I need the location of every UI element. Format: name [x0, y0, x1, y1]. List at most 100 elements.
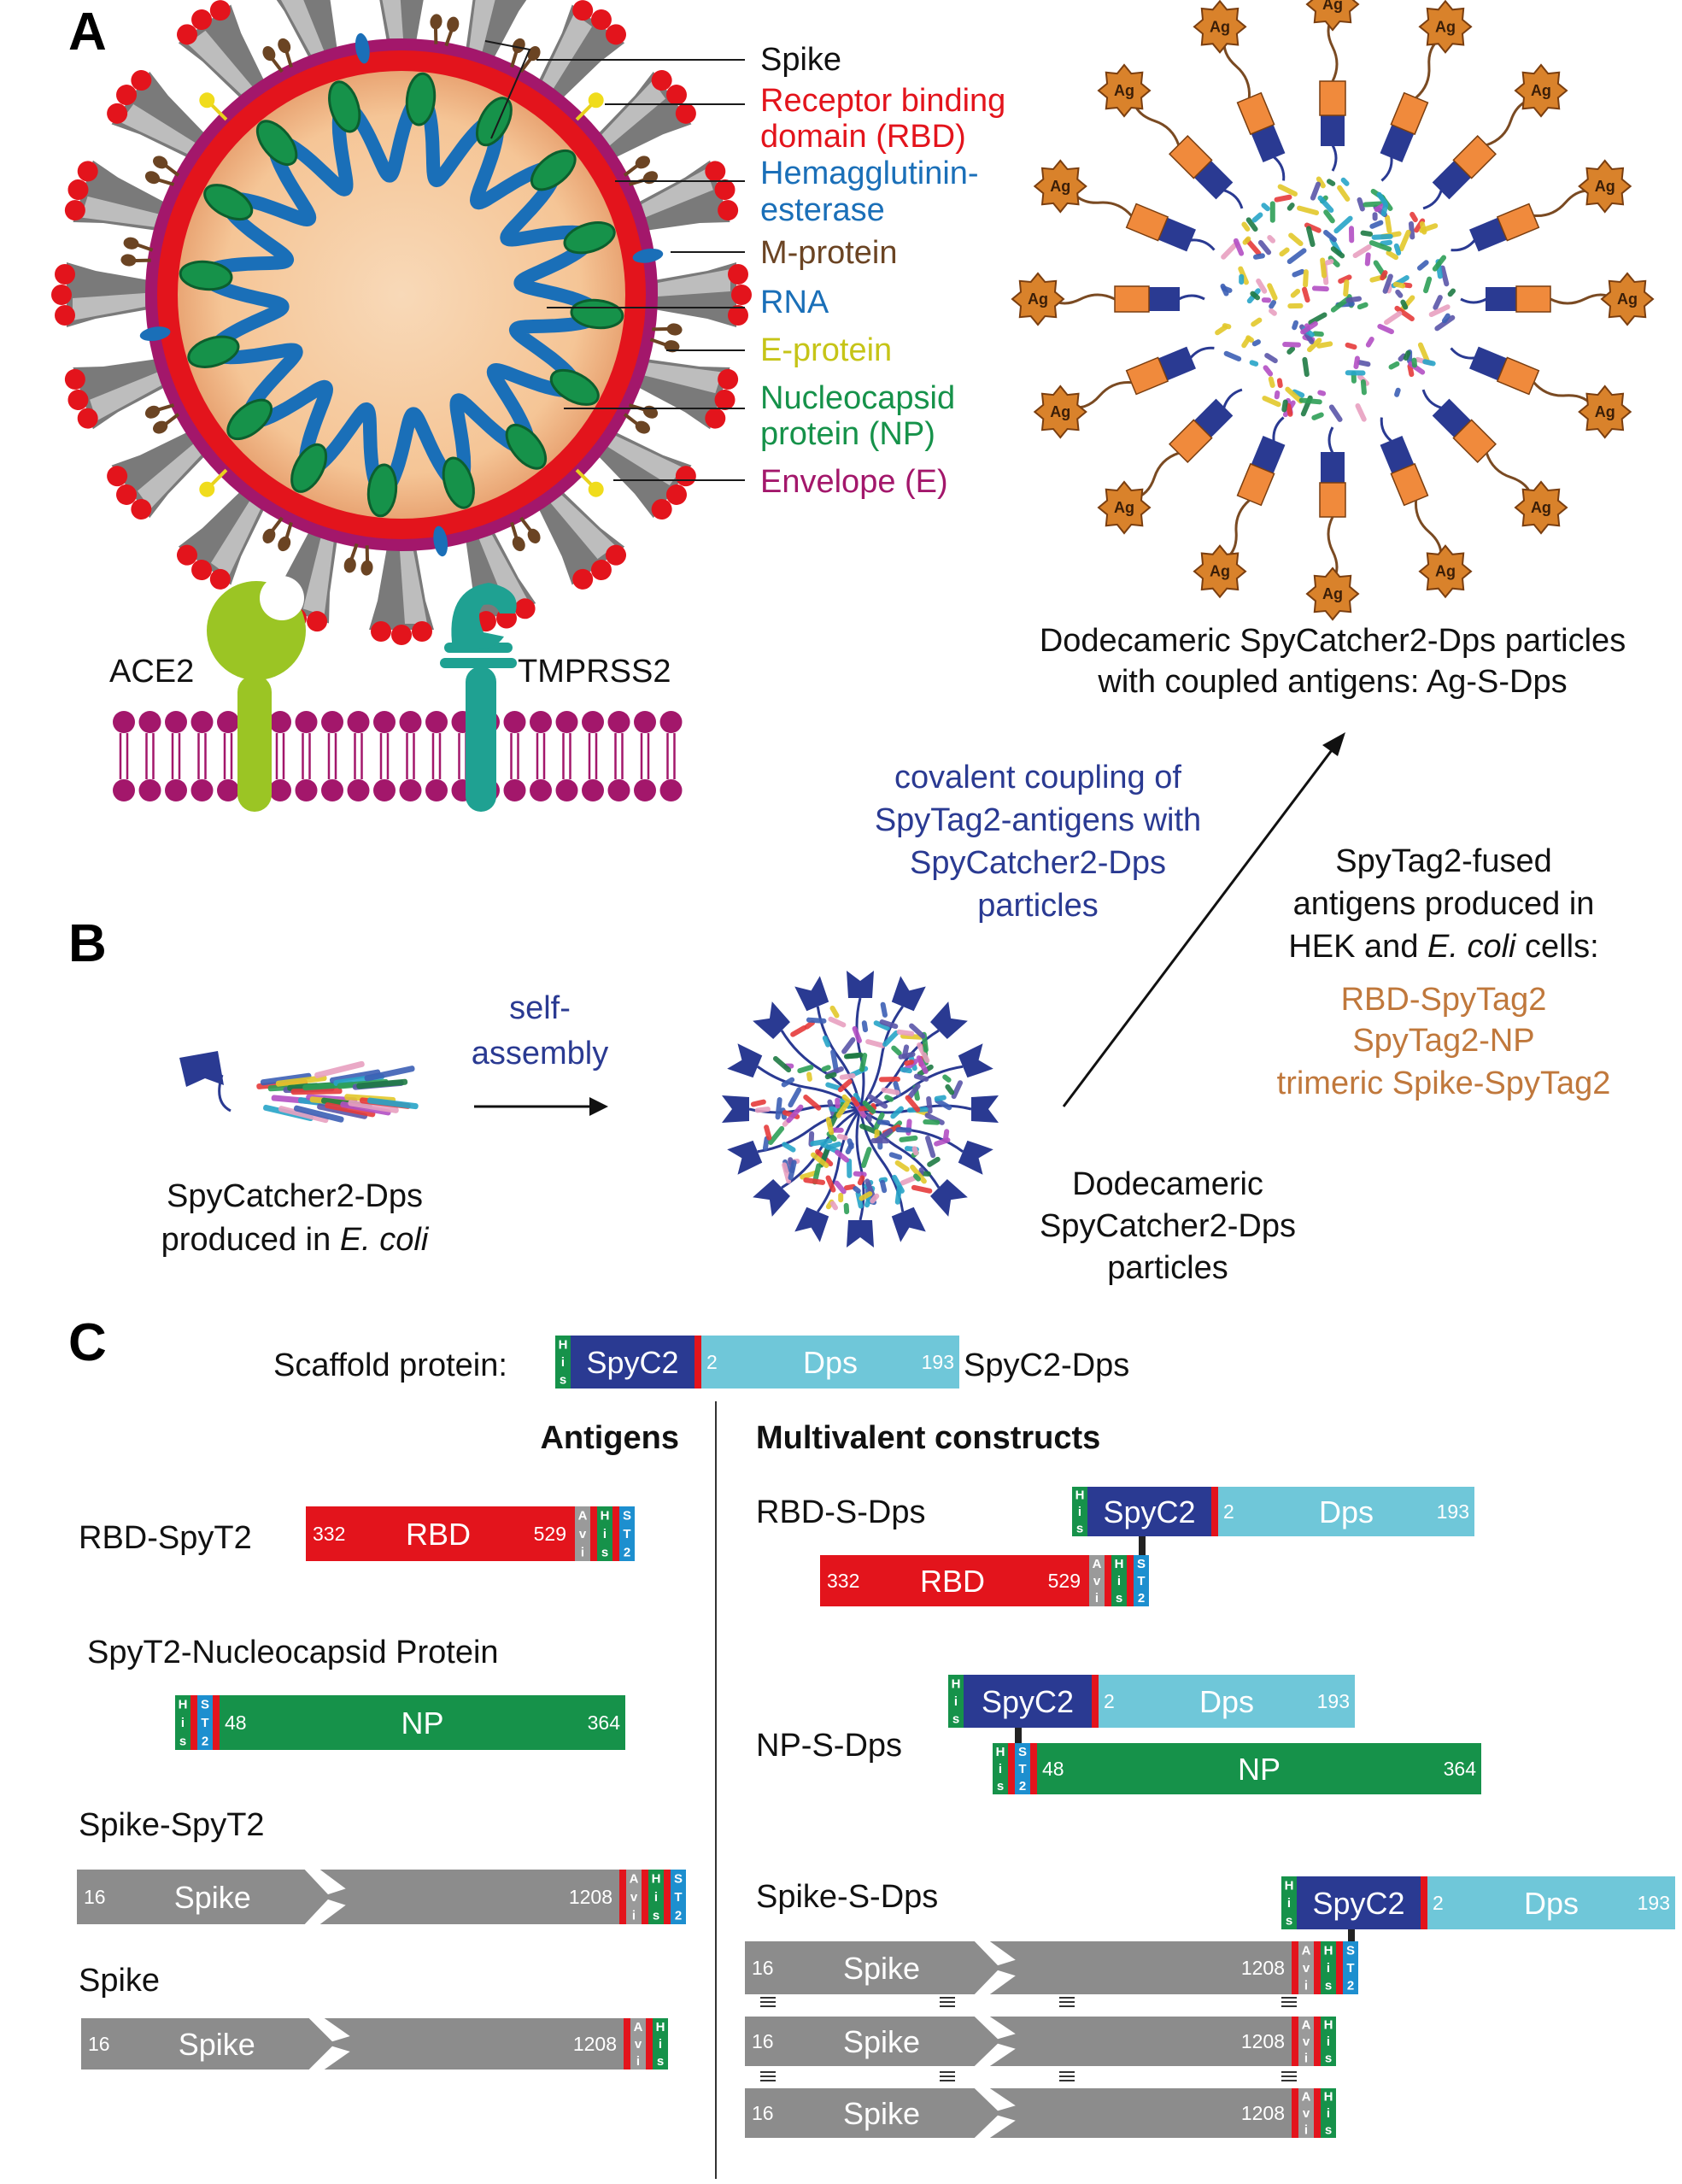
coupling-text-line2: SpyTag2-antigens with — [875, 802, 1201, 838]
construct-text: 16 — [752, 2030, 774, 2052]
construct-text: RBD — [920, 1564, 985, 1599]
st2-tag-letter: S — [623, 1509, 631, 1524]
construct-text: 16 — [88, 2033, 110, 2055]
his-tag-letter: s — [1286, 1914, 1292, 1929]
his-tag-letter: H — [952, 1676, 961, 1691]
construct-text: Spike — [843, 1951, 920, 1986]
dodec-caption-line1: Dodecameric — [1072, 1166, 1263, 1202]
spike-label: Spike — [79, 1963, 160, 1999]
spycatcher-icon — [753, 1107, 861, 1217]
antigen-label: Ag — [1435, 18, 1456, 35]
m-protein-icon — [262, 516, 293, 552]
nucleocapsid-icon — [549, 368, 600, 406]
spycatcher-icon — [859, 1043, 993, 1111]
antigen-label: Ag — [1114, 499, 1134, 516]
construct-text: 2 — [1104, 1690, 1115, 1712]
spike-icon — [536, 0, 627, 103]
st2-tag-letter: 2 — [624, 1545, 630, 1559]
legend-spike: Spike — [760, 42, 841, 78]
his-tag-letter: H — [1324, 1943, 1333, 1958]
construct-text: 48 — [1042, 1758, 1064, 1780]
coupled-arm — [1421, 389, 1533, 499]
spike-proteins — [51, 0, 752, 645]
antigen-icon — [1033, 385, 1087, 439]
avi-tag-letter: A — [1302, 2090, 1311, 2105]
spike-spyt2-label: Spike-SpyT2 — [79, 1807, 265, 1843]
avi-tag-letter: v — [635, 2037, 642, 2052]
antigen-label: Ag — [1531, 499, 1551, 516]
scaffold-label: Scaffold protein: — [273, 1347, 507, 1383]
his-tag-letter: s — [952, 1712, 959, 1727]
construct-text: Spike — [179, 2027, 255, 2062]
his-tag-letter: i — [1327, 1961, 1330, 1976]
st2-tag-letter: 2 — [1347, 1979, 1354, 1993]
his-tag-letter: H — [1324, 2090, 1333, 2105]
construct-text: 16 — [752, 2102, 774, 2124]
coupled-arm — [1071, 346, 1215, 409]
legend-leaders — [484, 40, 745, 481]
spyt2-np-label: SpyT2-Nucleocapsid Protein — [87, 1635, 499, 1670]
avi-tag-letter: i — [1095, 1591, 1099, 1606]
st2-tag-letter: T — [201, 1716, 208, 1730]
avi-tag-letter: A — [1302, 2018, 1311, 2033]
dodec-caption-line2: SpyCatcher2-Dps — [1040, 1208, 1296, 1244]
avi-tag-letter: v — [1303, 2106, 1310, 2121]
construct-text: 2 — [1223, 1500, 1234, 1523]
antigen-icon — [1097, 63, 1152, 118]
tmprss2-receptor — [440, 583, 517, 812]
legend-rbd-line1: Receptor binding — [760, 83, 1005, 119]
m-protein-icon — [199, 468, 228, 497]
legend-np-line2: protein (NP) — [760, 416, 935, 452]
st2-tag-letter: T — [1018, 1762, 1026, 1776]
avi-tag-letter: A — [1093, 1557, 1102, 1571]
spike-bar-segment — [745, 2088, 1000, 2138]
legend-m-protein: M-protein — [760, 235, 898, 271]
antigen-icon — [1193, 0, 1247, 54]
antigen-icon — [1600, 272, 1655, 326]
his-tag-letter: s — [179, 1734, 186, 1748]
antigen-icon — [1033, 159, 1087, 214]
virus-diagram — [51, 0, 752, 645]
spike-icon — [51, 262, 154, 327]
his-tag-letter: s — [1116, 1591, 1122, 1606]
avi-tag-letter: A — [634, 2020, 643, 2034]
m-protein-icon — [510, 516, 541, 552]
coupled-arm — [1450, 346, 1595, 408]
antigen-icon — [1305, 567, 1360, 621]
avi-tag-letter: i — [581, 1545, 584, 1559]
construct-text: 16 — [84, 1886, 106, 1908]
legend-he-line1: Hemagglutinin- — [760, 156, 979, 191]
spike-icon — [632, 358, 739, 430]
st2-tag-letter: S — [201, 1698, 209, 1712]
spike-bar-segment — [989, 2017, 1292, 2066]
nucleocapsid-icon — [203, 184, 254, 221]
his-tag-letter: H — [652, 1872, 661, 1887]
coupled-arm — [1380, 417, 1443, 561]
antigen-icon — [1011, 272, 1065, 326]
fused-line2: antigens produced in — [1293, 886, 1595, 922]
m-protein-icon — [144, 156, 180, 186]
multivalent-heading: Multivalent constructs — [756, 1420, 1100, 1456]
spike-bar-segment — [81, 2018, 335, 2070]
construct-text: RBD — [406, 1517, 471, 1552]
spike-bar-segment — [77, 1870, 331, 1924]
monomer-structure — [179, 1051, 419, 1124]
m-protein-icon — [510, 38, 541, 73]
construct-text: Spike — [843, 2096, 920, 2131]
construct-text: 1208 — [573, 2033, 617, 2055]
m-protein-icon — [632, 248, 664, 263]
st2-tag-letter: T — [1137, 1574, 1145, 1588]
avi-tag-letter: v — [579, 1527, 587, 1541]
legend-e-protein: E-protein — [760, 332, 892, 368]
coupled-arm — [1050, 285, 1205, 313]
tmprss2-label: TMPRSS2 — [518, 654, 671, 690]
spike-bar-segment — [324, 2018, 624, 2070]
antigen-label: Ag — [1050, 403, 1070, 420]
spike-icon — [594, 429, 696, 520]
panel-a-label: A — [68, 3, 107, 62]
antigen-label: Ag — [1322, 585, 1343, 602]
spycatcher-icon — [847, 1108, 874, 1248]
m-protein-icon — [199, 92, 228, 121]
